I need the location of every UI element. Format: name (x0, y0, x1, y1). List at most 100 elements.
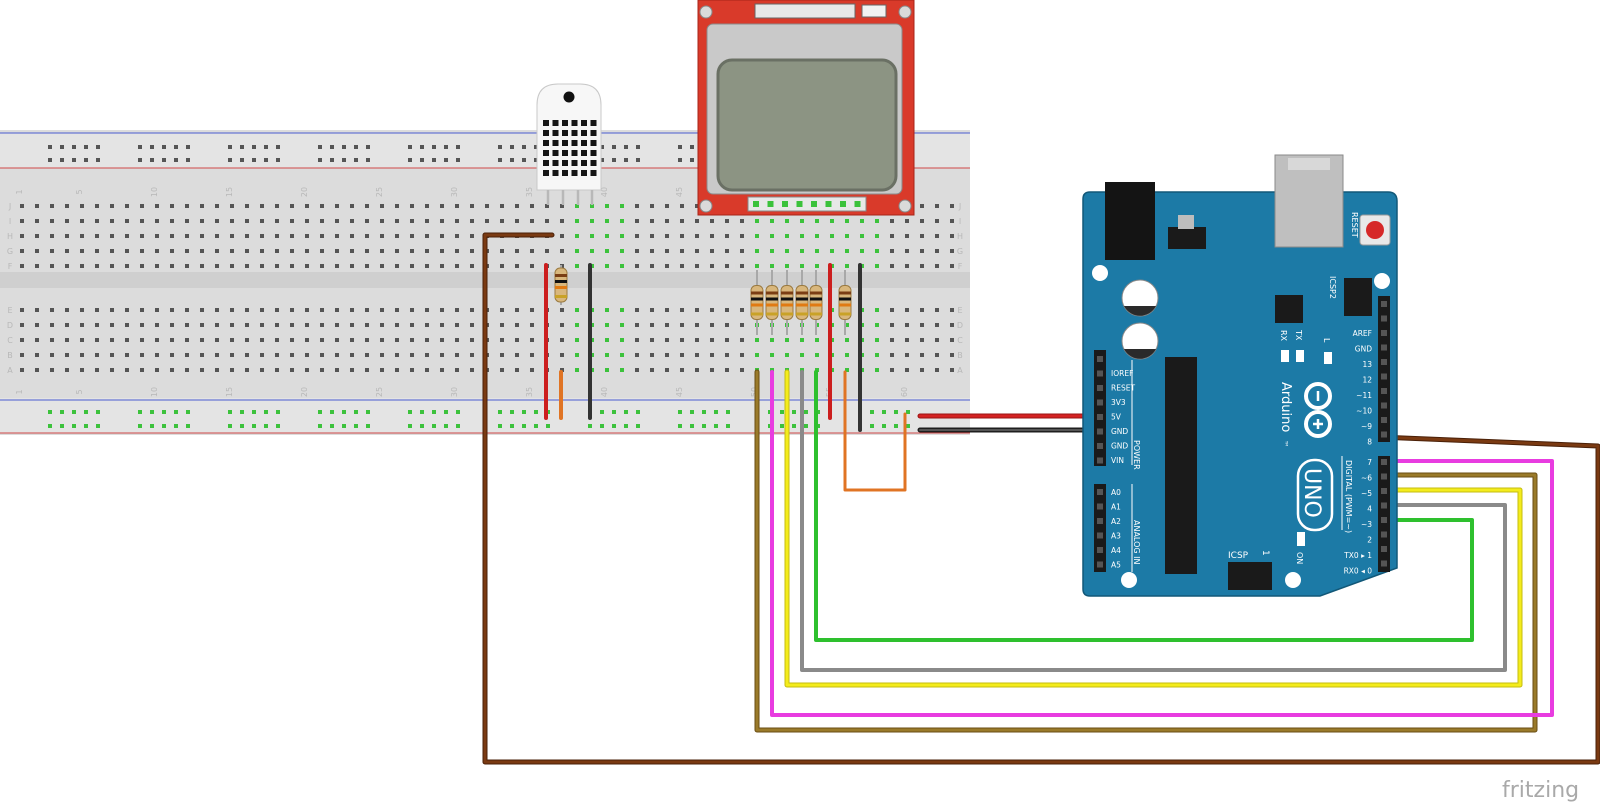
breadboard-hole[interactable] (950, 368, 954, 372)
rail-hole[interactable] (588, 424, 592, 428)
rail-hole[interactable] (72, 145, 76, 149)
breadboard-hole[interactable] (365, 338, 369, 342)
header-pin[interactable] (1097, 414, 1103, 420)
breadboard-hole[interactable] (110, 234, 114, 238)
breadboard-hole[interactable] (935, 204, 939, 208)
rail-hole[interactable] (612, 158, 616, 162)
breadboard-hole[interactable] (20, 219, 24, 223)
nokia-5110-lcd[interactable] (697, 0, 915, 216)
breadboard-hole[interactable] (260, 368, 264, 372)
breadboard-hole[interactable] (335, 353, 339, 357)
breadboard-hole[interactable] (560, 234, 564, 238)
breadboard-hole[interactable] (545, 219, 549, 223)
breadboard-hole[interactable] (665, 308, 669, 312)
rail-hole[interactable] (882, 424, 886, 428)
rail-hole[interactable] (60, 145, 64, 149)
breadboard-hole[interactable] (215, 264, 219, 268)
breadboard-hole[interactable] (770, 234, 774, 238)
breadboard-hole[interactable] (890, 234, 894, 238)
breadboard-hole[interactable] (440, 323, 444, 327)
breadboard-hole[interactable] (515, 219, 519, 223)
breadboard-hole[interactable] (905, 219, 909, 223)
rail-hole[interactable] (690, 145, 694, 149)
breadboard-hole[interactable] (920, 338, 924, 342)
breadboard-hole[interactable] (20, 204, 24, 208)
breadboard-hole[interactable] (710, 249, 714, 253)
breadboard-hole[interactable] (875, 249, 879, 253)
rail-hole[interactable] (228, 410, 232, 414)
breadboard-hole[interactable] (650, 308, 654, 312)
breadboard-hole[interactable] (140, 308, 144, 312)
breadboard-hole[interactable] (905, 323, 909, 327)
breadboard-hole[interactable] (770, 353, 774, 357)
rail-hole[interactable] (174, 424, 178, 428)
breadboard-hole[interactable] (170, 249, 174, 253)
rail-hole[interactable] (894, 410, 898, 414)
breadboard-hole[interactable] (65, 234, 69, 238)
breadboard-hole[interactable] (875, 323, 879, 327)
breadboard-hole[interactable] (95, 219, 99, 223)
breadboard-hole[interactable] (365, 308, 369, 312)
rail-hole[interactable] (330, 410, 334, 414)
breadboard-hole[interactable] (125, 338, 129, 342)
rail-hole[interactable] (252, 424, 256, 428)
breadboard-hole[interactable] (650, 353, 654, 357)
breadboard-hole[interactable] (695, 249, 699, 253)
breadboard-hole[interactable] (680, 353, 684, 357)
breadboard-hole[interactable] (320, 338, 324, 342)
breadboard-hole[interactable] (815, 264, 819, 268)
rail-hole[interactable] (186, 145, 190, 149)
breadboard-hole[interactable] (755, 338, 759, 342)
breadboard-hole[interactable] (920, 353, 924, 357)
breadboard-hole[interactable] (635, 249, 639, 253)
breadboard-hole[interactable] (125, 249, 129, 253)
wire-green-pin3[interactable] (814, 370, 1474, 642)
rail-hole[interactable] (150, 145, 154, 149)
breadboard-hole[interactable] (605, 323, 609, 327)
breadboard-hole[interactable] (335, 323, 339, 327)
breadboard-hole[interactable] (140, 338, 144, 342)
breadboard-hole[interactable] (320, 204, 324, 208)
rail-hole[interactable] (546, 424, 550, 428)
breadboard-hole[interactable] (20, 249, 24, 253)
breadboard-hole[interactable] (920, 323, 924, 327)
rail-hole[interactable] (714, 410, 718, 414)
rail-hole[interactable] (240, 145, 244, 149)
rail-hole[interactable] (162, 158, 166, 162)
breadboard-hole[interactable] (785, 234, 789, 238)
breadboard-hole[interactable] (905, 264, 909, 268)
breadboard-hole[interactable] (110, 323, 114, 327)
breadboard-hole[interactable] (35, 234, 39, 238)
rail-hole[interactable] (162, 145, 166, 149)
breadboard-hole[interactable] (290, 368, 294, 372)
breadboard-hole[interactable] (50, 249, 54, 253)
breadboard-hole[interactable] (545, 249, 549, 253)
rail-hole[interactable] (534, 145, 538, 149)
breadboard-hole[interactable] (680, 234, 684, 238)
breadboard-hole[interactable] (575, 234, 579, 238)
breadboard-hole[interactable] (635, 308, 639, 312)
breadboard-hole[interactable] (380, 249, 384, 253)
breadboard-hole[interactable] (125, 308, 129, 312)
rail-hole[interactable] (150, 158, 154, 162)
rail-hole[interactable] (714, 424, 718, 428)
breadboard-hole[interactable] (890, 249, 894, 253)
breadboard-hole[interactable] (260, 219, 264, 223)
breadboard-hole[interactable] (170, 338, 174, 342)
breadboard-hole[interactable] (635, 204, 639, 208)
breadboard-hole[interactable] (410, 219, 414, 223)
breadboard-hole[interactable] (800, 338, 804, 342)
dht22-sensor[interactable] (536, 83, 602, 205)
rail-hole[interactable] (870, 410, 874, 414)
breadboard-hole[interactable] (845, 323, 849, 327)
breadboard-hole[interactable] (335, 219, 339, 223)
breadboard-hole[interactable] (950, 308, 954, 312)
breadboard-hole[interactable] (140, 323, 144, 327)
breadboard-hole[interactable] (275, 219, 279, 223)
breadboard-hole[interactable] (350, 323, 354, 327)
breadboard-hole[interactable] (290, 353, 294, 357)
breadboard-hole[interactable] (845, 368, 849, 372)
breadboard-hole[interactable] (605, 249, 609, 253)
breadboard-hole[interactable] (350, 338, 354, 342)
breadboard-hole[interactable] (950, 323, 954, 327)
